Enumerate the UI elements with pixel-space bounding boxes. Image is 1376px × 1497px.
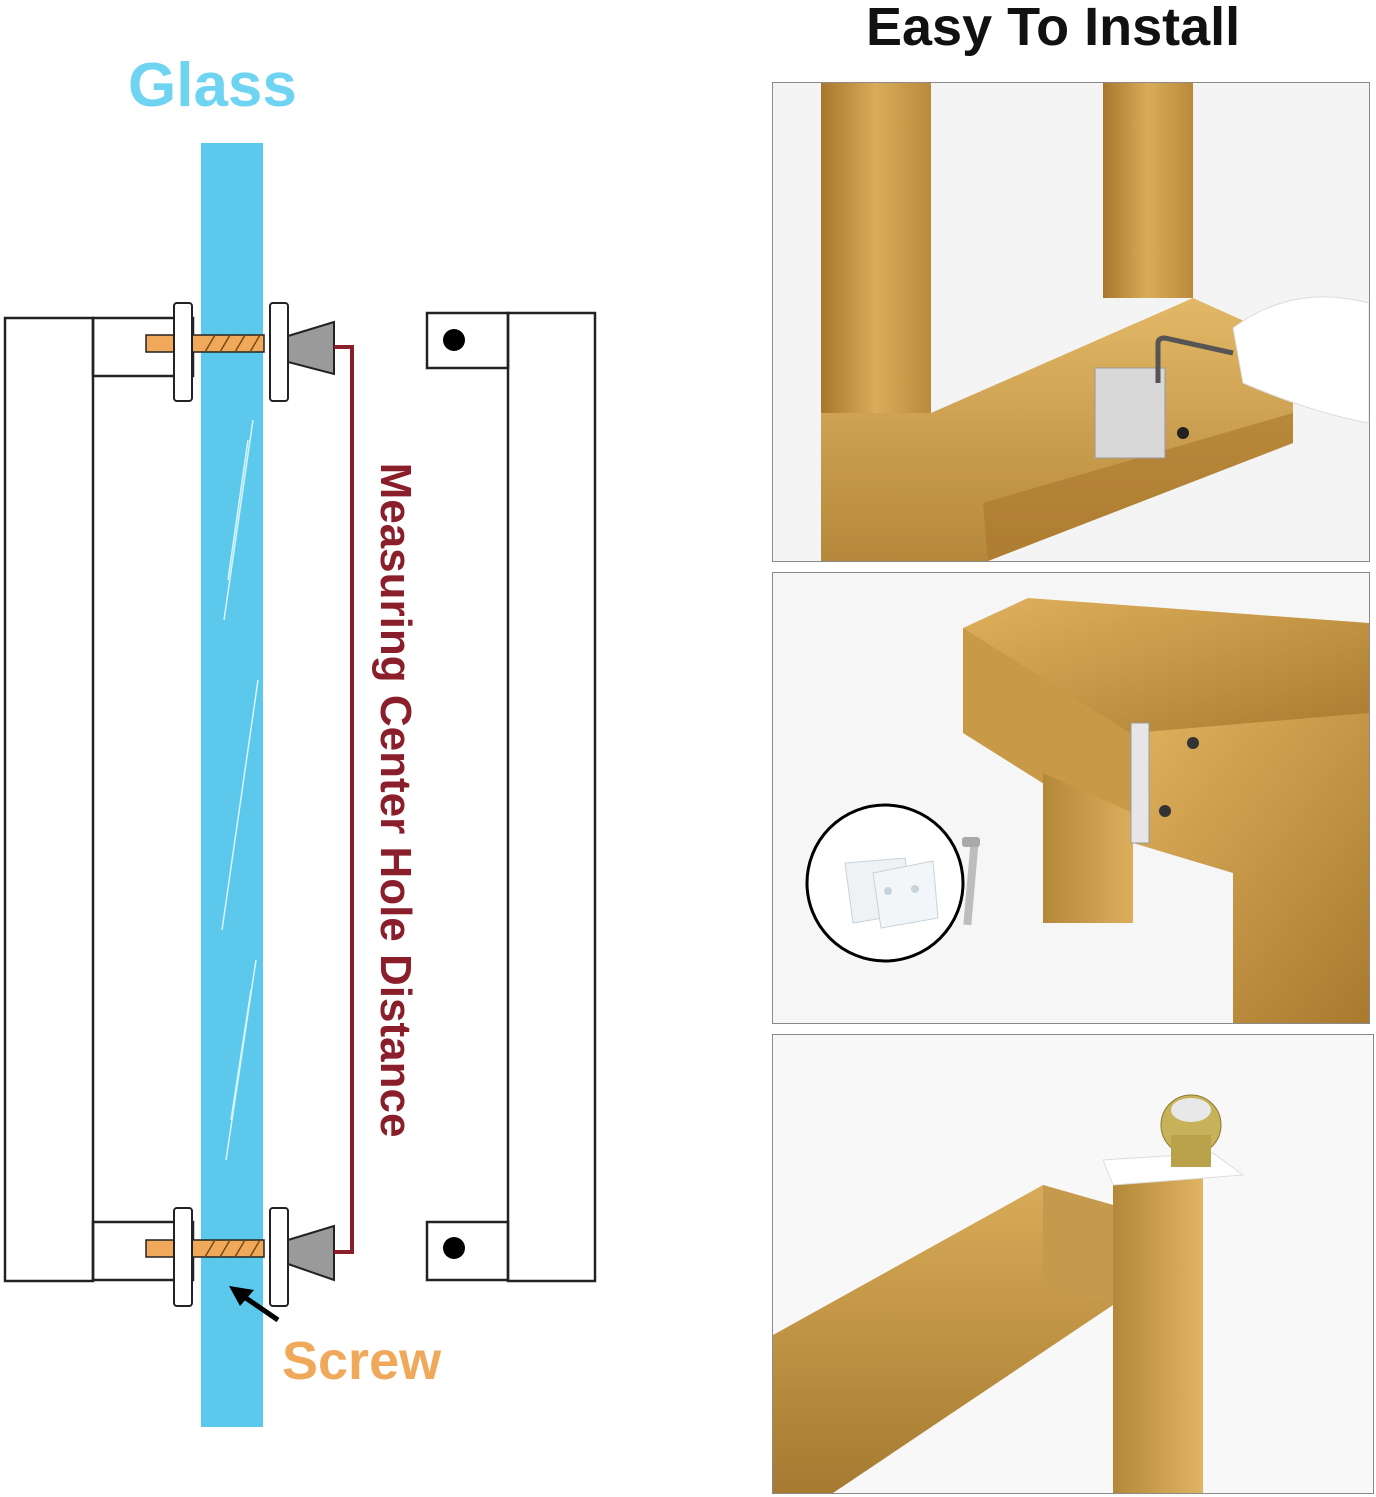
bottom-bar [821, 298, 1293, 561]
bottom-screw-assembly [145, 1207, 335, 1307]
right-post [1103, 83, 1193, 298]
glass-pane [201, 143, 263, 1427]
gloved-hand [1232, 296, 1369, 424]
glass-reflection-lines [221, 419, 259, 1161]
horizontal-bar [773, 1185, 1113, 1493]
top-screw-assembly [145, 302, 335, 402]
handle-allen-key-install-photo [772, 82, 1370, 562]
glass-label: Glass [128, 51, 297, 120]
installation-diagram [3, 143, 597, 1427]
allen-key [1155, 335, 1234, 383]
measure-bracket [334, 345, 354, 1254]
handle-mounting-hardware-photo [772, 572, 1370, 1024]
measuring-distance-label: Measuring Center Hole Distance [371, 462, 420, 1138]
left-handle-outline [3, 316, 195, 1283]
bottom-mount-hole [443, 1237, 465, 1259]
install-title: Easy To Install [866, 0, 1241, 57]
mounting-clip [1130, 722, 1150, 844]
handle-standoff-post-photo [772, 1034, 1374, 1494]
screw-label: Screw [282, 1331, 442, 1391]
standoff-post [1113, 1165, 1203, 1493]
mounting-clip [1094, 367, 1166, 459]
screw [963, 842, 979, 926]
top-mount-hole [443, 329, 465, 351]
vertical-post [1043, 773, 1133, 923]
screw-pointer-arrow [229, 1286, 280, 1323]
right-handle-outline [425, 311, 597, 1283]
